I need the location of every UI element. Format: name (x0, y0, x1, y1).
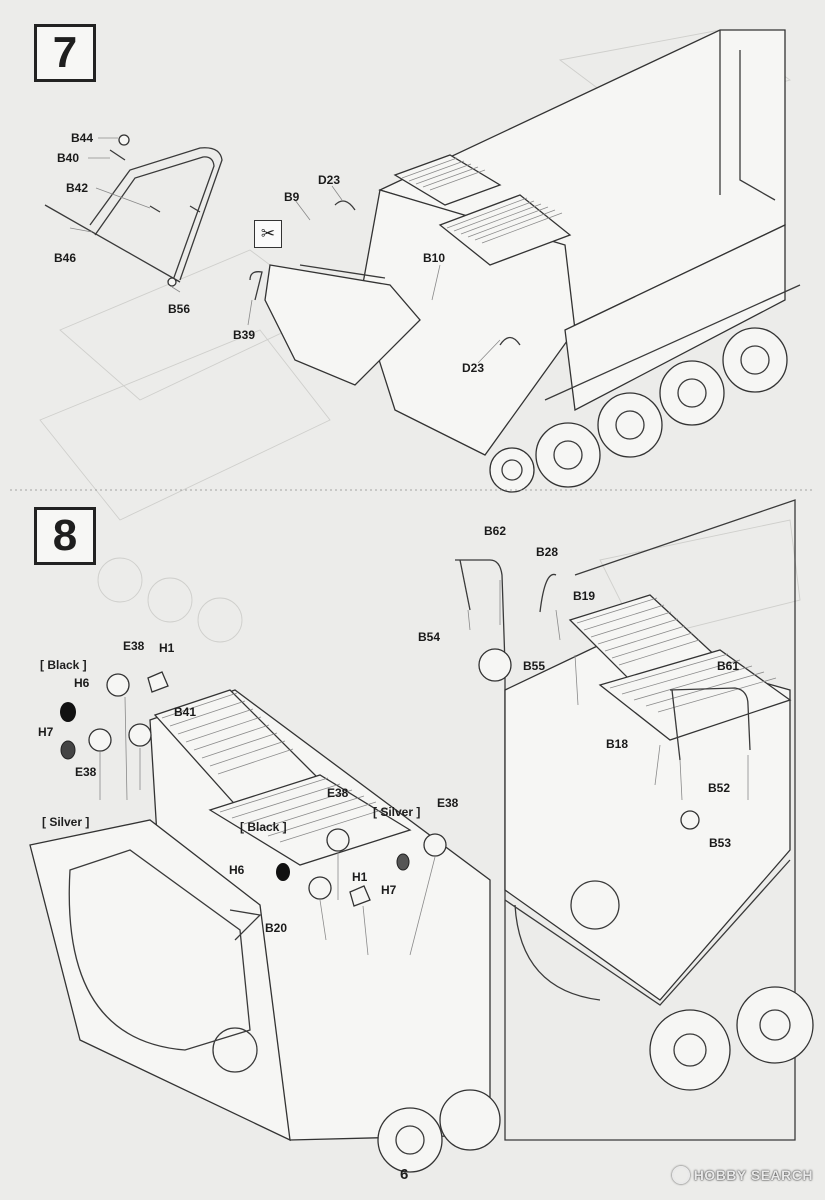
step7-leaders (247, 185, 521, 364)
part-label-b55: B55 (523, 659, 546, 673)
part-label-h6-b: H6 (229, 863, 245, 877)
engine-grille-8a (153, 689, 412, 866)
part-label-b18: B18 (606, 737, 629, 751)
step8-left-hull (29, 671, 501, 1173)
part-label-b56: B56 (168, 302, 191, 316)
part-label-d23-bottom: D23 (462, 361, 485, 375)
hobby-search-logo-icon (671, 1166, 690, 1184)
part-label-b28: B28 (536, 545, 559, 559)
part-label-b20: B20 (265, 921, 288, 935)
part-label-h7-b: H7 (381, 883, 397, 897)
part-label-h7-a: H7 (38, 725, 54, 739)
part-label-b62: B62 (484, 524, 507, 538)
part-label-b61: B61 (717, 659, 740, 673)
paint-label-black-b: [ Black ] (240, 820, 287, 834)
step-number-7: 7 (34, 24, 96, 82)
engine-grille-8b (568, 594, 792, 741)
part-label-h6-a: H6 (74, 676, 90, 690)
part-label-b10: B10 (423, 251, 446, 265)
part-label-b39: B39 (233, 328, 256, 342)
paint-label-silver-b: [ Silver ] (373, 805, 421, 819)
watermark: HOBBY SEARCH (671, 1166, 813, 1184)
part-label-b19: B19 (573, 589, 596, 603)
part-label-d23-top: D23 (318, 173, 341, 187)
part-label-b44: B44 (71, 131, 94, 145)
part-label-b42: B42 (66, 181, 89, 195)
part-label-e38-c: E38 (327, 786, 349, 800)
step-number-8: 8 (34, 507, 96, 565)
step7-handrail (44, 134, 223, 293)
part-label-b40: B40 (57, 151, 80, 165)
part-label-b9: B9 (284, 190, 300, 204)
part-label-e38-b: E38 (75, 765, 97, 779)
paint-label-black-a: [ Black ] (40, 658, 87, 672)
step8-right-hull (455, 499, 814, 1141)
engine-grille-7 (393, 154, 572, 266)
part-label-b52: B52 (708, 781, 731, 795)
road-wheels-7 (535, 327, 788, 488)
part-label-b46: B46 (54, 251, 77, 265)
page-number: 6 (400, 1166, 409, 1183)
part-label-b41: B41 (174, 705, 197, 719)
part-label-b53: B53 (709, 836, 732, 850)
part-label-h1-a: H1 (159, 641, 175, 655)
paint-label-silver-a: [ Silver ] (42, 815, 90, 829)
part-label-b54: B54 (418, 630, 441, 644)
part-label-e38-d: E38 (437, 796, 459, 810)
part-label-h1-b: H1 (352, 870, 368, 884)
watermark-text: HOBBY SEARCH (693, 1167, 813, 1183)
part-label-e38-a: E38 (123, 639, 145, 653)
step7-hull (264, 29, 801, 493)
cut-from-sprue-icon: ✂ (254, 220, 282, 248)
